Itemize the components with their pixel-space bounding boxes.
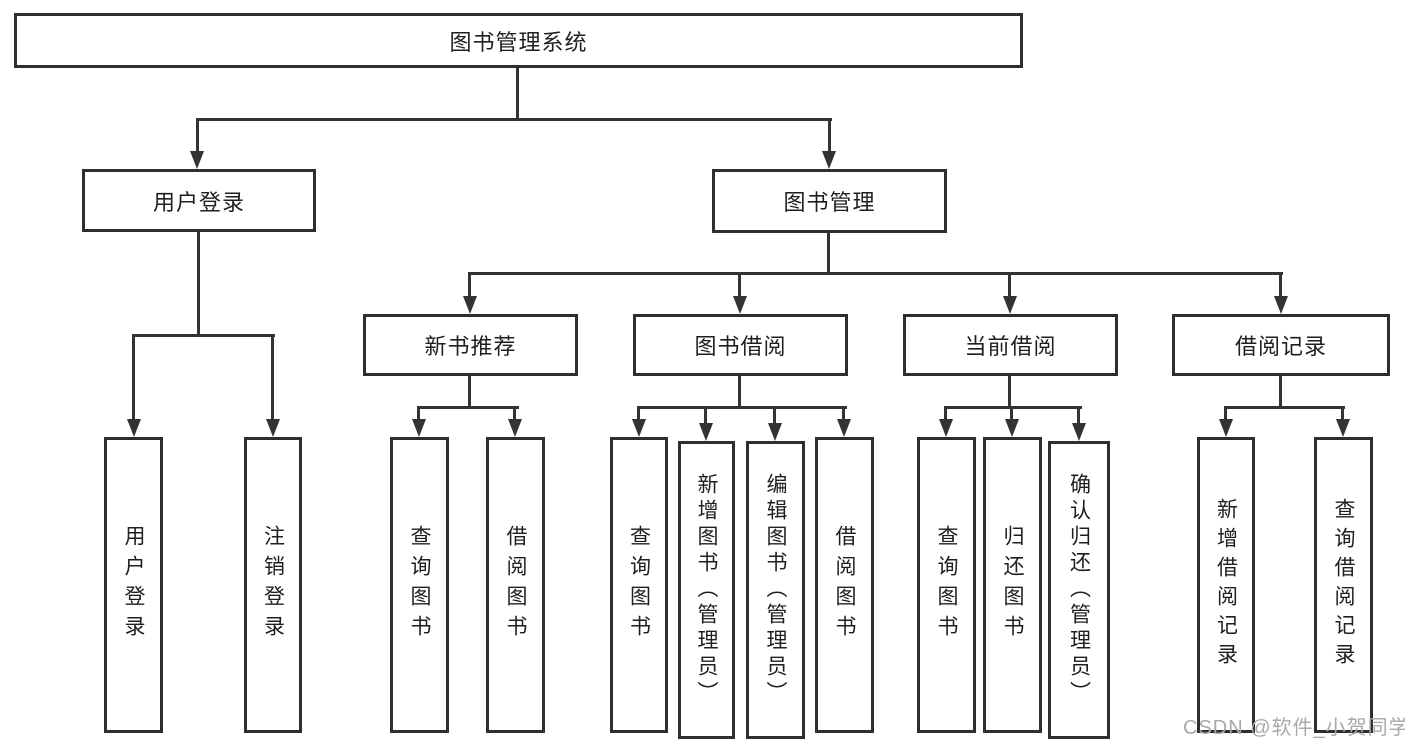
connector-line xyxy=(944,406,1082,409)
arrow-down-icon xyxy=(768,423,782,441)
leaf-query-book: 查询图书 xyxy=(390,437,449,733)
leaf-return-book: 归还图书 xyxy=(983,437,1042,733)
connector-line xyxy=(1224,406,1227,422)
node-label: 当前借阅 xyxy=(964,334,1057,359)
connector-line xyxy=(637,406,847,409)
connector-line xyxy=(132,334,135,422)
leaf-label: 借阅图书 xyxy=(504,525,527,645)
node-borrow-records: 借阅记录 xyxy=(1172,314,1390,376)
node-label: 新书推荐 xyxy=(424,334,517,359)
leaf-label: 新增图书（管理员） xyxy=(695,473,718,707)
node-label: 用户登录 xyxy=(152,189,245,215)
arrow-down-icon xyxy=(266,419,280,437)
connector-line xyxy=(944,406,947,422)
connector-line xyxy=(1077,406,1080,426)
connector-line xyxy=(417,406,519,409)
leaf-add-borrow-record: 新增借阅记录 xyxy=(1197,437,1255,733)
connector-line xyxy=(1279,272,1282,299)
connector-line xyxy=(637,406,640,422)
leaf-label: 查询图书 xyxy=(935,525,958,645)
connector-line xyxy=(196,118,832,121)
leaf-label: 新增借阅记录 xyxy=(1214,498,1238,672)
arrow-down-icon xyxy=(822,151,836,169)
connector-line xyxy=(1341,406,1344,422)
connector-line xyxy=(417,406,420,422)
leaf-borrow-book: 借阅图书 xyxy=(815,437,874,733)
arrow-down-icon xyxy=(127,419,141,437)
connector-line xyxy=(1008,376,1011,409)
arrow-down-icon xyxy=(1336,419,1350,437)
leaf-query-borrow-record: 查询借阅记录 xyxy=(1314,437,1373,733)
arrow-down-icon xyxy=(1003,296,1017,314)
node-label: 图书借阅 xyxy=(694,334,787,359)
arrow-down-icon xyxy=(1005,419,1019,437)
connector-line xyxy=(468,272,1283,275)
connector-line xyxy=(513,406,516,422)
leaf-confirm-return-admin: 确认归还（管理员） xyxy=(1048,441,1110,739)
leaf-label: 借阅图书 xyxy=(833,525,856,645)
csdn-watermark: CSDN @软件_小贺同学 xyxy=(1183,717,1405,739)
arrow-down-icon xyxy=(1072,423,1086,441)
connector-line xyxy=(738,272,741,299)
connector-line xyxy=(773,406,776,426)
leaf-label: 查询借阅记录 xyxy=(1332,498,1355,672)
arrow-down-icon xyxy=(699,423,713,441)
connector-line xyxy=(468,376,471,409)
connector-line xyxy=(271,334,274,422)
connector-line xyxy=(828,118,831,154)
connector-line xyxy=(516,68,519,120)
arrow-down-icon xyxy=(837,419,851,437)
leaf-add-book-admin: 新增图书（管理员） xyxy=(678,441,735,739)
arrow-down-icon xyxy=(463,296,477,314)
node-library-management-system: 图书管理系统 xyxy=(14,13,1023,68)
connector-line xyxy=(1224,406,1345,409)
leaf-label: 查询图书 xyxy=(627,525,651,645)
node-user-login: 用户登录 xyxy=(82,169,316,232)
leaf-label: 查询图书 xyxy=(408,525,431,645)
arrow-down-icon xyxy=(508,419,522,437)
node-book-borrowing: 图书借阅 xyxy=(633,314,848,376)
arrow-down-icon xyxy=(1274,296,1288,314)
arrow-down-icon xyxy=(1219,419,1233,437)
connector-line xyxy=(1279,376,1282,409)
connector-line xyxy=(827,233,830,275)
leaf-edit-book-admin: 编辑图书（管理员） xyxy=(746,441,805,739)
arrow-down-icon xyxy=(412,419,426,437)
connector-line xyxy=(197,232,200,337)
connector-line xyxy=(1008,272,1011,299)
connector-line xyxy=(738,376,741,409)
connector-line xyxy=(842,406,845,422)
connector-line xyxy=(196,118,199,154)
node-current-borrowing: 当前借阅 xyxy=(903,314,1118,376)
leaf-borrow-book: 借阅图书 xyxy=(486,437,545,733)
node-book-management: 图书管理 xyxy=(712,169,947,233)
connector-line xyxy=(132,334,275,337)
leaf-label: 注销登录 xyxy=(261,525,285,645)
leaf-label: 归还图书 xyxy=(1001,525,1024,645)
leaf-label: 编辑图书（管理员） xyxy=(764,473,787,707)
node-new-book-recommend: 新书推荐 xyxy=(363,314,578,376)
leaf-label: 确认归还（管理员） xyxy=(1067,473,1091,707)
node-label: 图书管理 xyxy=(783,190,876,215)
connector-line xyxy=(468,272,471,299)
arrow-down-icon xyxy=(939,419,953,437)
node-label: 借阅记录 xyxy=(1234,334,1327,359)
leaf-query-book: 查询图书 xyxy=(610,437,668,733)
connector-line xyxy=(704,406,707,426)
arrow-down-icon xyxy=(733,296,747,314)
arrow-down-icon xyxy=(190,151,204,169)
connector-line xyxy=(1010,406,1013,422)
leaf-user-login: 用户登录 xyxy=(104,437,163,733)
arrow-down-icon xyxy=(632,419,646,437)
leaf-logout: 注销登录 xyxy=(244,437,302,733)
node-label: 图书管理系统 xyxy=(449,29,588,55)
leaf-query-book: 查询图书 xyxy=(917,437,976,733)
leaf-label: 用户登录 xyxy=(122,525,145,645)
